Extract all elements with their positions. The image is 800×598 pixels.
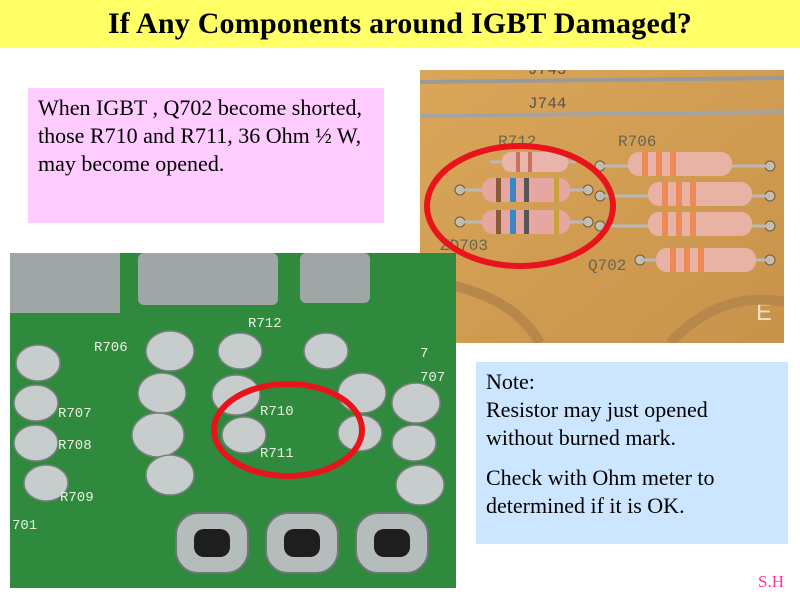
silk-7: 7: [420, 346, 428, 362]
title-bar: If Any Components around IGBT Damaged?: [0, 0, 800, 48]
silk-r706: R706: [94, 340, 128, 356]
silk-707: 707: [420, 370, 445, 386]
silk-r707: R707: [58, 406, 92, 422]
label-q702: Q702: [588, 257, 626, 275]
copper-trace: [666, 294, 784, 343]
ring-pads: [175, 512, 429, 574]
jumper-wire-j744: [420, 110, 784, 118]
photo-solder-side: R712 R706 R707 R708 R709 R710 R711 701 7…: [10, 253, 456, 588]
silk-r711: R711: [260, 446, 294, 462]
resistor-r711: [482, 210, 570, 234]
silk-r712: R712: [248, 316, 282, 332]
slide-title: If Any Components around IGBT Damaged?: [107, 7, 693, 40]
photo-resistors-topside: J743 J744 R712 R706 ZD703 Q702 E: [420, 70, 784, 343]
label-e: E: [756, 299, 772, 326]
silk-r710: R710: [260, 404, 294, 420]
photo-resistors-topside-drawing: J743 J744 R712 R706 ZD703 Q702 E: [420, 70, 784, 343]
resistor-r706-group: [628, 152, 756, 272]
highlight-ring-top: [424, 143, 616, 269]
callout-igbt-shorted: When IGBT , Q702 become shorted, those R…: [28, 88, 384, 223]
label-j744: J744: [528, 95, 566, 113]
resistor-r710: [482, 178, 570, 202]
solder-masses: [10, 253, 370, 313]
note-heading: Note:: [486, 369, 535, 394]
resistor-r712: [502, 152, 568, 172]
label-r706: R706: [618, 133, 656, 151]
silk-r709: R709: [60, 490, 94, 506]
photo-solder-side-drawing: R712 R706 R707 R708 R709 R710 R711 701 7…: [10, 253, 456, 588]
silk-r708: R708: [58, 438, 92, 454]
solder-joints: [13, 330, 445, 506]
jumper-wire-j743: [420, 76, 784, 84]
silkscreen-labels: R712 R706 R707 R708 R709 R710 R711 701 7…: [12, 316, 445, 534]
note-line-1: Resistor may just opened without burned …: [486, 397, 708, 450]
author-signature: S.H: [758, 572, 784, 591]
note-line-2: Check with Ohm meter to determined if it…: [486, 465, 715, 518]
label-j743: J743: [528, 70, 566, 79]
highlight-ring-bottom: [211, 381, 365, 479]
silk-701: 701: [12, 518, 37, 534]
callout-note: Note: Resistor may just opened without b…: [476, 362, 788, 544]
callout-igbt-text: When IGBT , Q702 become shorted, those R…: [38, 95, 363, 176]
